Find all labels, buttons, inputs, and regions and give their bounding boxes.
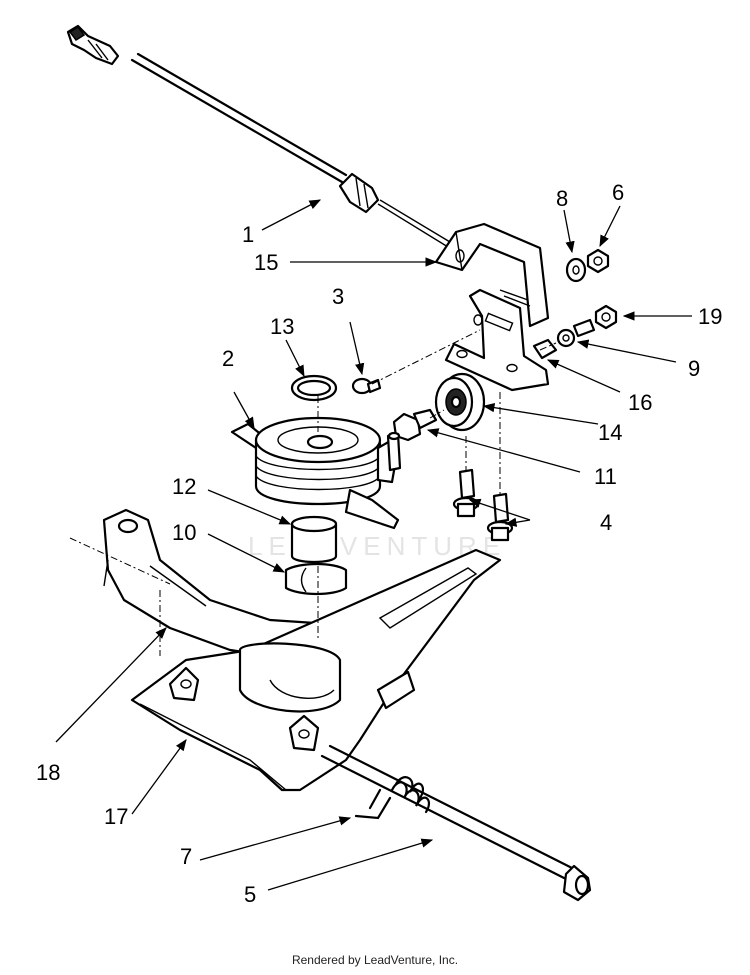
callout-19: 19 [698,304,722,329]
callout-18: 18 [36,760,60,785]
callout-10: 10 [172,520,196,545]
shoulder-bolt-11 [392,408,438,442]
callout-5: 5 [244,882,256,907]
spacer-10 [284,562,348,596]
callout-1: 1 [242,222,254,247]
callout-8: 8 [556,186,568,211]
callout-11: 11 [594,464,617,489]
washer-8 [565,257,587,283]
bushing-12 [290,515,338,564]
clutch-pulley-assembly [230,416,402,530]
callout-17: 17 [104,804,128,829]
nut-19 [594,304,618,330]
exploded-parts-diagram: LEADVENTURE [36,24,722,907]
watermark: LEADVENTURE [248,531,506,561]
callout-9: 9 [688,356,700,381]
callout-14: 14 [598,420,622,445]
idler-pulley [434,372,486,432]
pivot-bracket [444,288,558,392]
callout-6: 6 [612,180,624,205]
torsion-spring-7 [354,776,431,820]
callout-2: 2 [222,346,234,371]
footer-credit: Rendered by LeadVenture, Inc. [291,953,459,967]
callout-12: 12 [172,474,196,499]
callout-3: 3 [332,284,344,309]
flange-bolt-left [452,468,480,518]
stud [572,318,596,338]
rivet-3 [351,377,382,395]
callout-7: 7 [180,844,192,869]
callout-15: 15 [254,250,278,275]
flange-bolt-right [486,492,514,542]
callout-4: 4 [600,510,612,535]
nut-6 [586,248,610,274]
callout-13: 13 [270,314,294,339]
callout-16: 16 [628,390,652,415]
washer-9 [556,328,576,348]
upper-bracket [434,222,550,328]
retaining-ring-13 [290,374,338,402]
mounting-plate-17 [130,548,502,792]
cable-assembly [66,24,451,248]
pivot-shaft-5 [320,744,592,902]
